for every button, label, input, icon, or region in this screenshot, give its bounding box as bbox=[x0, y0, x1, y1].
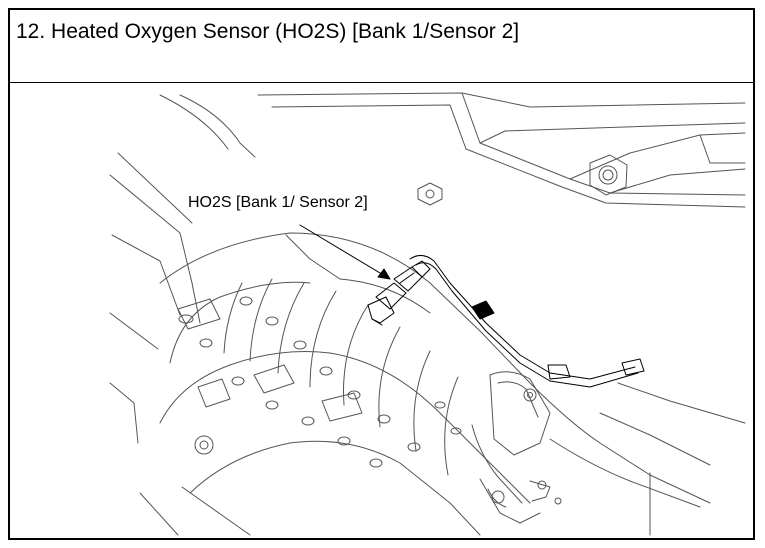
bolt-upper-right bbox=[589, 154, 628, 196]
page-title: 12. Heated Oxygen Sensor (HO2S) [Bank 1/… bbox=[16, 20, 520, 43]
oxygen-sensor bbox=[367, 260, 431, 326]
rear-components bbox=[471, 371, 746, 536]
pipe-brackets bbox=[177, 298, 363, 422]
underbody-illustration bbox=[109, 92, 746, 536]
sensor-harness bbox=[409, 255, 645, 388]
heat-shield bbox=[109, 152, 251, 536]
bolt-lower-left bbox=[194, 435, 214, 455]
sensor-callout-label: HO2S [Bank 1/ Sensor 2] bbox=[188, 194, 368, 211]
converter-dimples bbox=[178, 296, 462, 468]
sensor-location-figure: HO2S [Bank 1/ Sensor 2] bbox=[10, 83, 753, 538]
title-row: 12. Heated Oxygen Sensor (HO2S) [Bank 1/… bbox=[10, 10, 753, 83]
document-frame: 12. Heated Oxygen Sensor (HO2S) [Bank 1/… bbox=[8, 8, 755, 540]
bolt-upper-center bbox=[417, 182, 443, 206]
exhaust-pipe bbox=[159, 232, 711, 536]
chassis-panel bbox=[159, 92, 746, 208]
callout-leader bbox=[299, 224, 391, 280]
